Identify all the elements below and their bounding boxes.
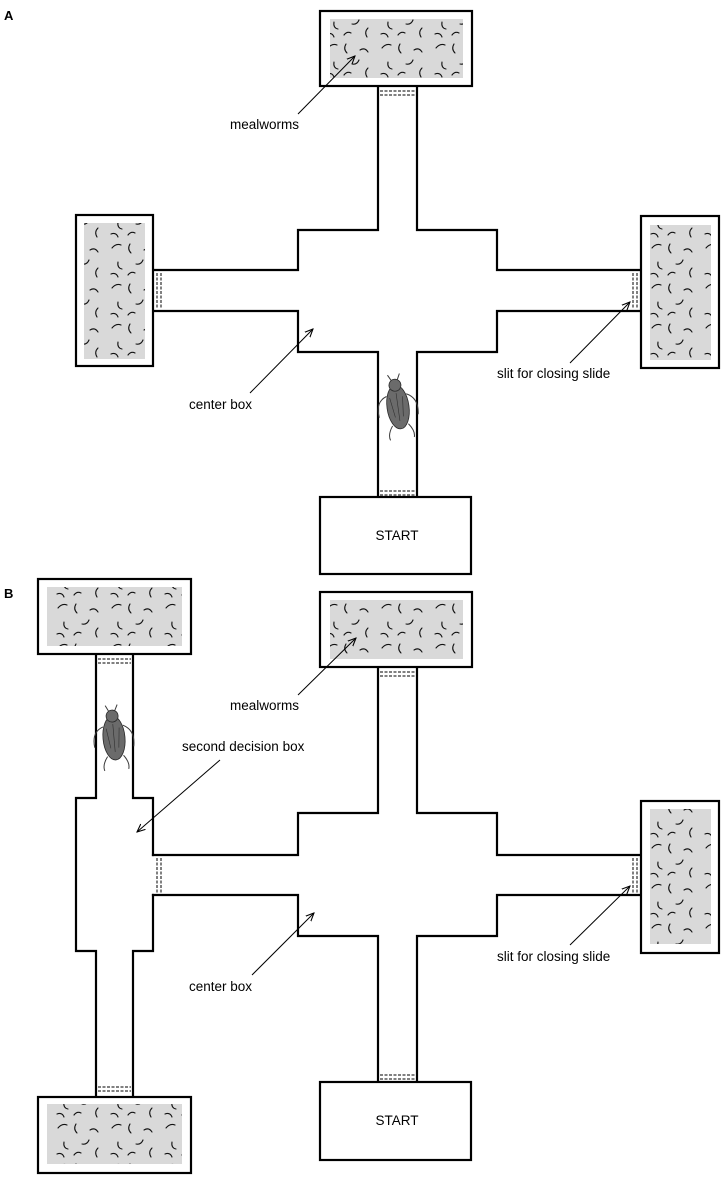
mealworms-label-a: mealworms — [230, 117, 299, 132]
food-box-bottom-left-b — [36, 1095, 193, 1175]
slits-b — [98, 658, 638, 1092]
food-box-top-left-b — [36, 577, 193, 656]
food-box-right-b — [639, 799, 721, 955]
maze-b-walls — [151, 665, 643, 1084]
arrow-icon — [249, 329, 313, 394]
start-box-a: START — [318, 495, 473, 576]
food-box-left-a — [74, 213, 155, 368]
second-decision-arm-walls — [74, 652, 155, 1099]
bat-icon — [90, 702, 137, 773]
center-box-label-a: center box — [189, 397, 252, 412]
arrow-icon — [297, 56, 355, 115]
food-box-right-a — [639, 214, 721, 370]
arrow-icon — [137, 759, 221, 832]
slit-label-a: slit for closing slide — [497, 366, 610, 381]
arrow-icon — [569, 886, 630, 946]
food-box-top-a — [318, 9, 474, 88]
arrow-icon — [569, 302, 630, 364]
arrow-icon — [251, 913, 314, 976]
slits-a — [156, 90, 638, 496]
arrow-icon — [297, 638, 356, 696]
panel-b-letter: B — [4, 586, 13, 601]
food-box-top-b — [318, 590, 474, 669]
maze-a-walls — [151, 84, 643, 499]
start-label-a: START — [375, 528, 418, 543]
bat-icon — [372, 371, 423, 443]
center-box-label-b: center box — [189, 979, 252, 994]
slit-label-b: slit for closing slide — [497, 949, 610, 964]
panel-a-letter: A — [4, 8, 14, 23]
start-label-b: START — [375, 1113, 418, 1128]
start-box-b: START — [318, 1080, 473, 1162]
mealworms-label-b: mealworms — [230, 698, 299, 713]
second-decision-box-label: second decision box — [182, 739, 305, 754]
